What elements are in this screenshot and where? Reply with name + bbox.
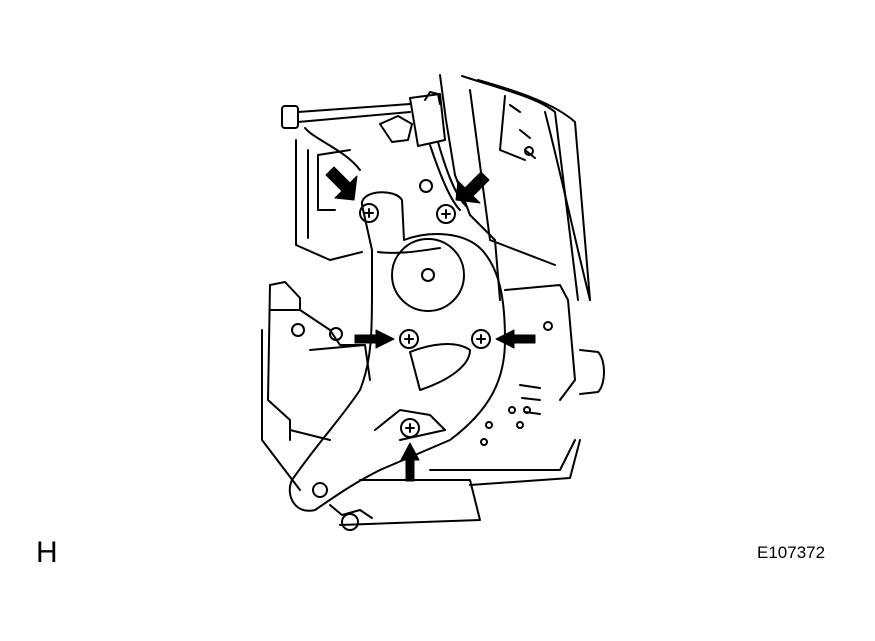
nut-icon bbox=[419, 179, 433, 193]
arrow-icon bbox=[354, 329, 395, 349]
bolt-icon bbox=[399, 329, 419, 349]
hinge-bracket bbox=[288, 191, 506, 531]
figure-code: E107372 bbox=[757, 543, 826, 562]
seat-back-frame bbox=[439, 74, 591, 301]
seat-cushion-frame bbox=[261, 139, 581, 526]
arrow-icon bbox=[400, 442, 420, 482]
callout-arrows bbox=[325, 166, 536, 482]
bolt-icon bbox=[359, 203, 379, 223]
adjuster-knob bbox=[579, 349, 605, 395]
step-letter: H bbox=[36, 536, 58, 569]
bolt-icon bbox=[436, 204, 456, 224]
bolts bbox=[359, 179, 491, 438]
bolt-icon bbox=[400, 418, 420, 438]
arrow-icon bbox=[455, 171, 490, 204]
wire-harness bbox=[281, 91, 467, 211]
bolt-icon bbox=[471, 329, 491, 349]
arrow-icon bbox=[325, 166, 358, 201]
arrow-icon bbox=[495, 329, 536, 349]
